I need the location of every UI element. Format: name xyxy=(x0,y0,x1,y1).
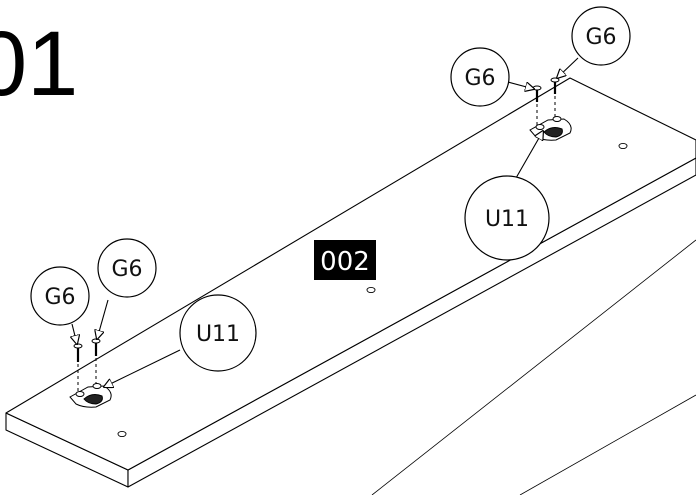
background-lines xyxy=(371,239,696,495)
leader-bracket-left xyxy=(104,349,181,387)
part-number: 002 xyxy=(320,247,370,277)
panel-holes xyxy=(117,142,628,438)
svg-text:G6: G6 xyxy=(585,25,616,50)
svg-text:G6: G6 xyxy=(464,66,495,91)
callout-bracket-left: U11 xyxy=(179,294,257,372)
leader-screw-left-b xyxy=(97,299,109,339)
leader-screw-left-a xyxy=(72,323,77,344)
callout-screw-left-a: G6 xyxy=(30,266,90,326)
callout-screw-right-a: G6 xyxy=(450,47,510,107)
step-number: 01 xyxy=(0,13,78,115)
svg-text:G6: G6 xyxy=(44,285,75,310)
leader-lines xyxy=(72,57,579,387)
hole xyxy=(366,286,376,294)
part-label: 002 xyxy=(314,240,376,280)
hole xyxy=(618,142,628,150)
callouts: G6 G6 U11 G6 G6 U11 xyxy=(30,6,631,372)
leader-bracket-right xyxy=(515,131,543,179)
callout-bracket-right: U11 xyxy=(464,175,550,261)
hole xyxy=(117,430,127,438)
leader-screw-right-a xyxy=(507,81,534,89)
svg-text:U11: U11 xyxy=(196,322,240,347)
svg-text:U11: U11 xyxy=(485,207,529,232)
svg-text:G6: G6 xyxy=(111,257,142,282)
leader-screw-right-b xyxy=(557,57,579,78)
callout-screw-left-b: G6 xyxy=(97,238,157,298)
callout-screw-right-b: G6 xyxy=(571,6,631,66)
